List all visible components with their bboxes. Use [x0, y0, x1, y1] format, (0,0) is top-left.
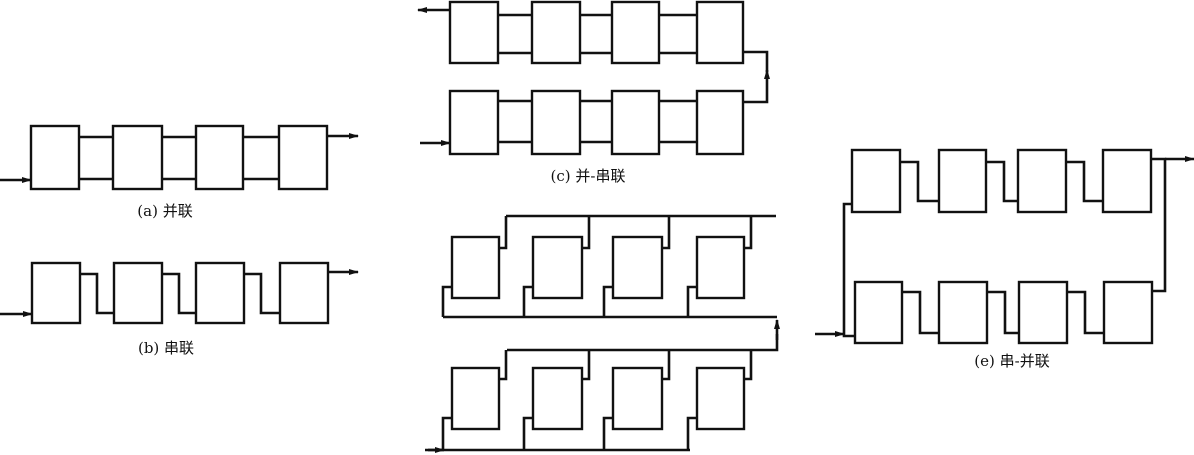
reactor-box: [530, 0, 582, 65]
connector-line: [662, 350, 671, 381]
connector-line: [244, 272, 280, 315]
connector-line: [507, 334, 779, 352]
connector-line: [441, 416, 452, 450]
figure-c-parallel-series: [417, 0, 770, 156]
reactor-box: [450, 366, 501, 431]
connector-line: [744, 350, 753, 381]
reactor-box: [278, 261, 330, 325]
reactor-box: [937, 148, 988, 214]
reactor-box: [194, 261, 246, 325]
connector-line: [842, 202, 855, 338]
connector-line: [686, 416, 697, 450]
reactor-box: [530, 89, 582, 156]
connector-line: [80, 272, 114, 315]
reactor-box: [531, 235, 584, 300]
reactor-box: [1017, 280, 1069, 345]
figure-a-parallel: [0, 124, 359, 191]
figure-a-caption: (a) 并联: [137, 202, 193, 220]
reactor-box: [531, 366, 584, 431]
reactor-box: [695, 366, 746, 431]
reactor-box: [448, 0, 500, 65]
reactor-box: [29, 124, 81, 191]
figure-e-series-parallel: [815, 148, 1194, 345]
reactor-box: [111, 124, 164, 191]
connector-line: [900, 160, 939, 203]
transfer-arrow: [743, 69, 770, 104]
reactor-box: [853, 280, 904, 345]
connector-line: [987, 290, 1019, 335]
reactor-box: [112, 261, 164, 325]
connector-line: [162, 272, 196, 315]
reactor-box: [695, 235, 746, 300]
figure-b-series: [0, 261, 359, 325]
reactor-box: [1101, 148, 1153, 214]
reactor-box: [30, 261, 82, 325]
connector-line: [522, 416, 533, 450]
reactor-box: [695, 89, 745, 156]
connector-line: [743, 50, 769, 72]
figure-d-manifold: [425, 214, 780, 453]
connector-line: [582, 216, 591, 250]
figure-c-caption: (c) 并-串联: [550, 167, 626, 185]
connector-line: [662, 216, 671, 250]
connector-line: [686, 285, 697, 317]
connector-line: [602, 285, 613, 317]
connector-line: [499, 350, 508, 381]
connector-line: [902, 290, 939, 335]
connector-line: [1066, 160, 1103, 203]
connector-line: [744, 216, 753, 250]
reactor-box: [610, 89, 661, 156]
connector-line: [1067, 290, 1104, 335]
reactor-box: [277, 124, 329, 191]
reactor-box: [1016, 148, 1068, 214]
connector-line: [602, 416, 613, 450]
reactor-box: [611, 366, 664, 431]
connector-line: [522, 285, 533, 317]
reactor-box: [850, 148, 902, 214]
connector-line: [582, 350, 591, 381]
reactor-box: [194, 124, 245, 191]
reactor-box: [1102, 280, 1154, 345]
figure-b-caption: (b) 串联: [137, 339, 195, 357]
connector-line: [499, 216, 508, 250]
reactor-box: [611, 235, 664, 300]
reactor-box: [448, 89, 500, 156]
connector-line: [1151, 157, 1167, 293]
figure-e-caption: (e) 串-并联: [974, 352, 1050, 370]
connector-line: [986, 160, 1018, 203]
connector-line: [441, 285, 452, 317]
reactor-box: [610, 0, 661, 65]
reactor-box: [937, 280, 989, 345]
reactor-box: [450, 235, 501, 300]
reactor-box: [695, 0, 745, 65]
